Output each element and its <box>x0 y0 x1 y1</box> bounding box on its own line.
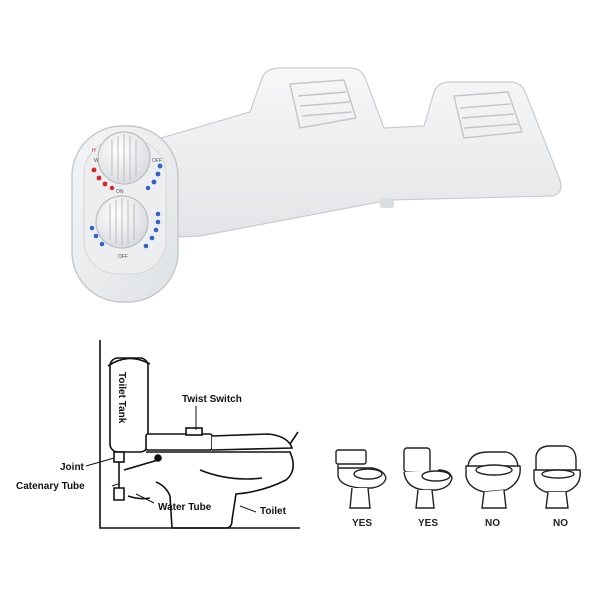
water-tube <box>123 459 159 500</box>
verdict-1: YES <box>352 518 372 529</box>
seat-lid <box>211 433 294 451</box>
catenary-tube <box>113 462 125 501</box>
twist-switch <box>185 427 203 436</box>
verdict-3: NO <box>485 518 500 529</box>
temperature-scale-dots <box>91 163 163 191</box>
tankless-toilet-icon <box>465 451 521 509</box>
toilet-tank <box>109 357 149 453</box>
label-water-tube: Water Tube <box>158 502 212 513</box>
tall-tank-toilet-icon <box>403 447 453 509</box>
label-toilet: Toilet <box>260 506 287 517</box>
nozzle-stub <box>380 198 394 208</box>
wall-outline <box>99 340 300 529</box>
label-joint: Joint <box>60 462 85 473</box>
bidet-on-seat <box>145 433 213 451</box>
marker-top-on: ON <box>116 189 124 195</box>
marker-top-off: OFF <box>152 158 162 164</box>
diagram-callouts <box>85 406 257 513</box>
label-toilet-tank: Toilet Tank <box>116 372 127 424</box>
label-twist-switch: Twist Switch <box>182 394 242 405</box>
marker-hot: H <box>92 148 96 154</box>
bidet-attachment-photo: H W OFF ON OFF <box>71 67 562 303</box>
pressure-knob[interactable] <box>95 195 149 249</box>
marker-bottom-off: OFF <box>118 254 128 260</box>
compatibility-row: YES YES NO NO <box>335 445 581 529</box>
temperature-knob[interactable] <box>97 131 151 185</box>
right-mount-bracket <box>453 91 523 139</box>
left-mount-bracket <box>289 79 357 129</box>
marker-warm: W <box>94 158 99 164</box>
installation-diagram <box>99 340 300 529</box>
close-coupled-toilet-icon <box>335 449 387 509</box>
mounting-plate <box>119 67 562 241</box>
t-adapter <box>113 451 125 463</box>
label-catenary-tube: Catenary Tube <box>16 481 85 492</box>
compact-smart-toilet-icon <box>533 445 581 509</box>
verdict-4: NO <box>553 518 568 529</box>
verdict-2: YES <box>418 518 438 529</box>
toilet-bowl <box>146 451 294 529</box>
pressure-scale-dots <box>89 211 161 249</box>
